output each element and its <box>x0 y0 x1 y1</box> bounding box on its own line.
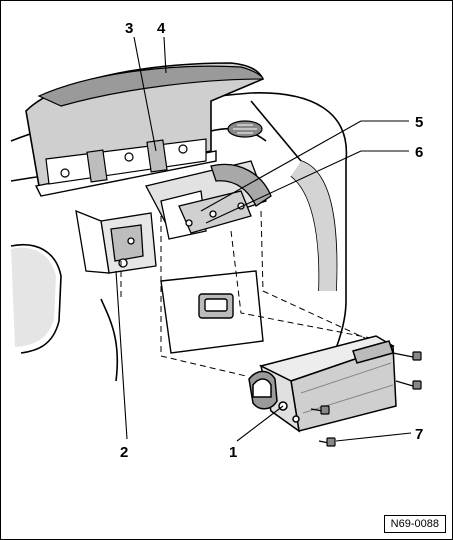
airbag-carrier-bracket <box>75 160 272 274</box>
leader-6 <box>205 150 362 224</box>
assembly-guide-lines <box>120 210 394 377</box>
leader-2 <box>115 270 128 440</box>
callout-6: 6 <box>415 144 423 161</box>
leader-lines <box>115 36 412 442</box>
callout-1: 1 <box>229 444 237 461</box>
figure-reference-code: N69-0088 <box>383 515 446 533</box>
bolt-bottom <box>318 437 336 447</box>
mounting-bolts <box>310 351 422 447</box>
air-vent <box>227 120 263 138</box>
leader-5 <box>200 120 362 212</box>
dashboard-shading <box>11 161 337 347</box>
bolt-lower <box>310 405 330 415</box>
callout-2: 2 <box>120 444 128 461</box>
glovebox-opening <box>160 270 264 354</box>
callout-5: 5 <box>415 114 423 131</box>
callout-4: 4 <box>157 20 166 37</box>
leader-7 <box>335 432 412 442</box>
leader-1 <box>236 405 284 442</box>
bolt-upper-right <box>392 351 422 361</box>
leader-3 <box>133 36 157 152</box>
bolt-middle-right <box>395 380 422 390</box>
leader-4 <box>163 36 167 74</box>
airbag-unit <box>248 335 397 433</box>
callout-7: 7 <box>415 426 423 443</box>
cover-mounting-strip <box>45 138 207 185</box>
callout-3: 3 <box>125 20 133 37</box>
